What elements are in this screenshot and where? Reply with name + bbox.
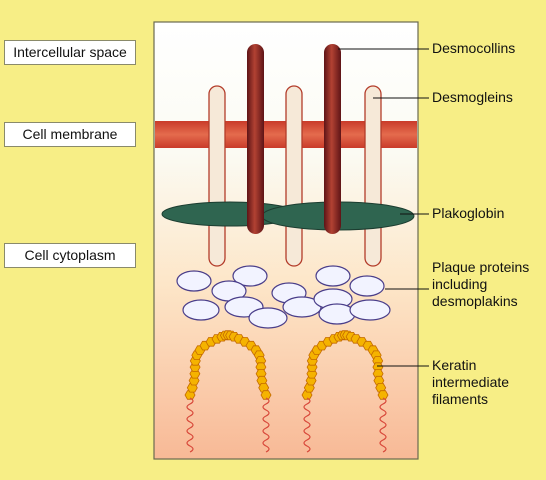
desmogleins-label: Desmogleins	[432, 89, 513, 105]
desmocollin-rod	[247, 44, 264, 234]
cell-membrane-label: Cell membrane	[4, 122, 136, 147]
keratin-tail	[262, 397, 270, 453]
plaque-protein	[182, 299, 220, 321]
desmocollin-rods	[247, 44, 341, 234]
plaque-protein	[232, 265, 268, 287]
desmocollins-label: Desmocollins	[432, 40, 516, 56]
cell-cytoplasm-label: Cell cytoplasm	[4, 243, 136, 268]
intercellular-space-label: Intercellular space	[4, 40, 136, 65]
plaque-protein	[349, 299, 391, 321]
keratin-tail	[379, 397, 387, 453]
plaque-protein	[176, 270, 212, 292]
leader-lines	[338, 48, 429, 367]
plakoglobin-label: Plakoglobin	[432, 205, 505, 221]
keratin-tail	[186, 397, 194, 453]
desmocollin-rod	[324, 44, 341, 234]
plaque-protein	[318, 303, 356, 325]
plaque-protein	[248, 307, 288, 329]
keratin-filaments	[184, 330, 389, 453]
keratin-label: Keratin intermediate filaments	[432, 357, 510, 407]
plaque-protein	[349, 275, 385, 297]
plaque-proteins	[176, 265, 391, 329]
desmoglein-rod	[285, 85, 303, 267]
plaque-proteins-label: Plaque proteins including desmoplakins	[432, 259, 530, 309]
desmoglein-rod	[208, 85, 226, 267]
desmoglein-rod	[364, 85, 382, 267]
keratin-tail	[303, 397, 311, 453]
plaque-protein	[315, 265, 351, 287]
